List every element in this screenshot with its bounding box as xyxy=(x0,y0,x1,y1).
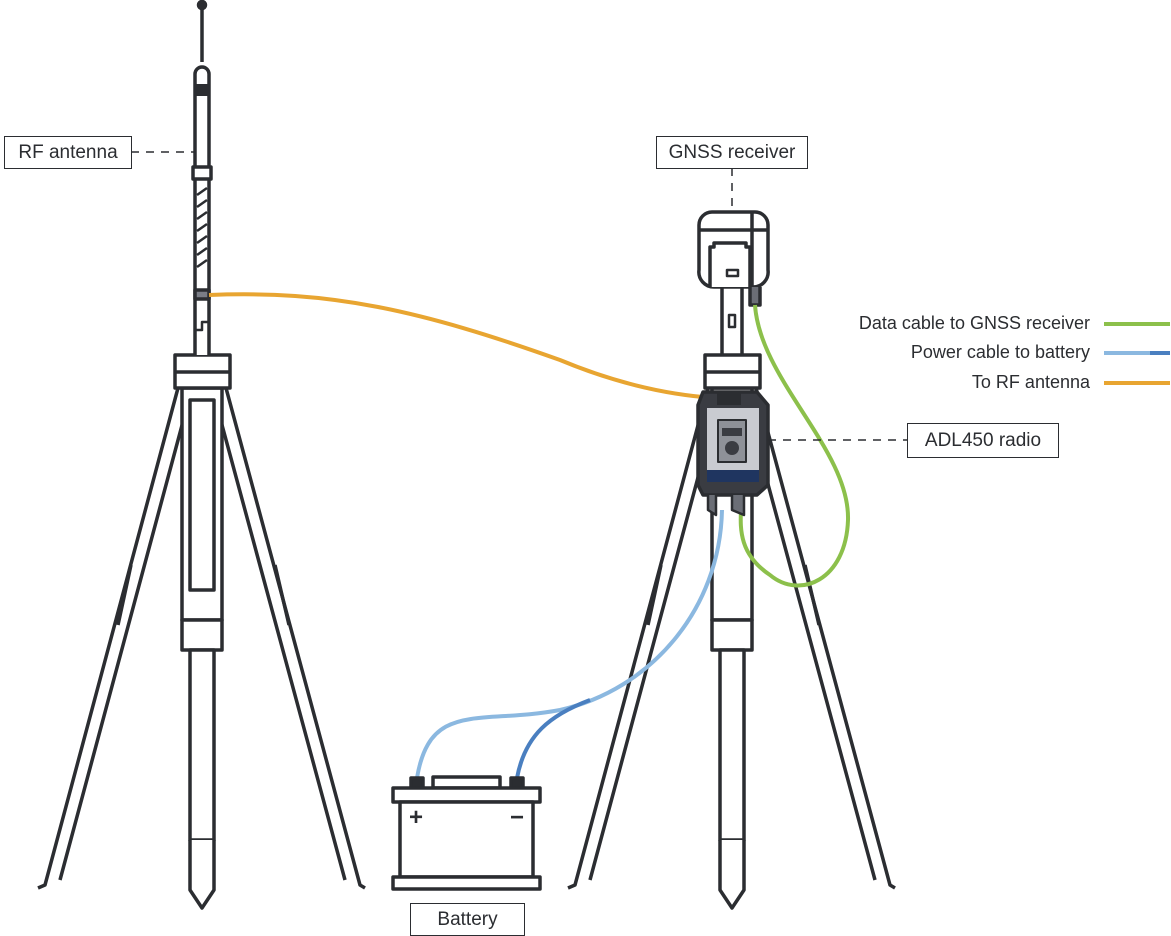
adl450-radio-device xyxy=(696,390,770,517)
battery-positive-sign: + xyxy=(409,804,423,831)
rf-cable xyxy=(208,292,716,400)
label-adl450-radio: ADL450 radio xyxy=(907,423,1059,458)
battery-negative-sign: − xyxy=(510,804,524,831)
label-gnss-receiver: GNSS receiver xyxy=(656,136,808,169)
gnss-receiver-device xyxy=(697,210,770,307)
power-cable-negative xyxy=(515,698,591,779)
battery-device xyxy=(391,775,542,891)
legend-power-cable: Power cable to battery xyxy=(910,342,1090,362)
label-rf-antenna: RF antenna xyxy=(4,136,132,169)
power-cable-positive xyxy=(415,509,724,779)
rf-antenna xyxy=(191,0,213,355)
label-battery: Battery xyxy=(410,903,525,936)
legend-rf-cable: To RF antenna xyxy=(971,372,1090,392)
legend-data-cable: Data cable to GNSS receiver xyxy=(858,313,1090,333)
gnss-data-cable xyxy=(738,304,851,588)
left-tripod xyxy=(37,353,366,910)
